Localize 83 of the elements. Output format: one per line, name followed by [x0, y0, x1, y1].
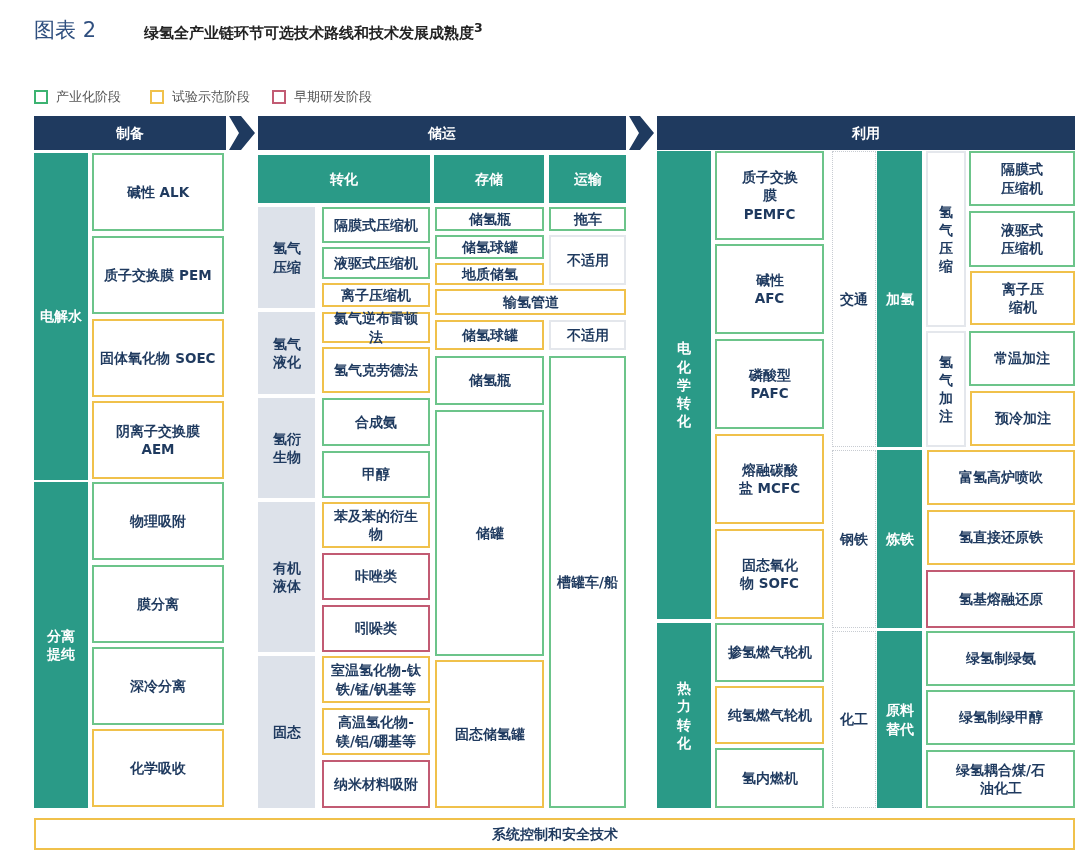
technology-box: 储氢瓶: [435, 356, 544, 405]
technology-box: 液驱式压缩机: [969, 211, 1075, 267]
technology-box: 储罐: [435, 410, 544, 656]
technology-box: 不适用: [549, 235, 626, 285]
technology-box: 甲醇: [322, 451, 430, 498]
technology-box: 绿氢耦合煤/石油化工: [926, 750, 1075, 808]
technology-box: 氢气加注: [926, 331, 966, 447]
category-box: 氢气压缩: [258, 207, 315, 308]
chart-title: 绿氢全产业链环节可选技术路线和技术发展成熟度$^{3}$: [144, 20, 483, 43]
technology-box: 合成氨: [322, 398, 430, 446]
chevron-arrow: [229, 116, 255, 150]
technology-box: 室温氢化物-钛铁/锰/钒基等: [322, 656, 430, 703]
category-bar: 存储: [434, 155, 544, 203]
legend-label: 试验示范阶段: [172, 88, 250, 106]
technology-box: 隔膜式压缩机: [969, 151, 1075, 206]
category-bar: 分离提纯: [34, 482, 88, 808]
technology-box: 氦气逆布雷顿法: [322, 312, 430, 343]
sector-box: 交通: [832, 151, 876, 447]
technology-box: 膜分离: [92, 565, 224, 643]
technology-box: 储氢球罐: [435, 320, 544, 350]
technology-box: 氢内燃机: [715, 748, 824, 808]
sector-box: 钢铁: [832, 450, 876, 628]
legend-label: 产业化阶段: [56, 88, 121, 106]
technology-box: 不适用: [549, 320, 626, 350]
technology-box: 高温氢化物-镁/铝/硼基等: [322, 708, 430, 755]
technology-box: 拖车: [549, 207, 626, 231]
technology-box: 隔膜式压缩机: [322, 207, 430, 243]
section-banner: 储运: [258, 116, 626, 150]
technology-box: 槽罐车/船: [549, 356, 626, 808]
technology-box: 碱性 AFC: [715, 244, 824, 334]
technology-box: 氢气克劳德法: [322, 347, 430, 393]
technology-box: 熔融碳酸盐 MCFC: [715, 434, 824, 524]
technology-box: 输氢管道: [435, 289, 626, 315]
technology-box: 系统控制和安全技术: [34, 818, 1075, 850]
category-bar: 运输: [549, 155, 626, 203]
sector-box: 化工: [832, 631, 876, 808]
technology-box: 固体氧化物 SOEC: [92, 319, 224, 397]
technology-box: 固态储氢罐: [435, 660, 544, 808]
technology-box: 绿氢制绿甲醇: [926, 690, 1075, 745]
category-box: 固态: [258, 656, 315, 808]
technology-box: 离子压缩机: [970, 271, 1075, 325]
technology-box: 苯及苯的衍生物: [322, 502, 430, 548]
category-box: 氢气液化: [258, 312, 315, 394]
technology-box: 离子压缩机: [322, 283, 430, 307]
chevron-arrow: [629, 116, 654, 150]
category-bar: 热力转化: [657, 623, 711, 808]
technology-box: 碱性 ALK: [92, 153, 224, 231]
category-bar: 加氢: [877, 151, 922, 447]
category-bar: 原料替代: [877, 631, 922, 808]
figure-number: 图表 2: [34, 17, 97, 44]
technology-box: 阴离子交换膜 AEM: [92, 401, 224, 479]
technology-box: 氢基熔融还原: [926, 570, 1075, 628]
technology-box: 磷酸型 PAFC: [715, 339, 824, 429]
category-box: 有机液体: [258, 502, 315, 652]
category-bar: 炼铁: [877, 450, 922, 628]
technology-box: 储氢球罐: [435, 235, 544, 259]
technology-box: 常温加注: [969, 331, 1075, 386]
category-bar: 电解水: [34, 153, 88, 480]
technology-box: 富氢高炉喷吹: [927, 450, 1075, 505]
technology-box: 深冷分离: [92, 647, 224, 725]
technology-box: 纳米材料吸附: [322, 760, 430, 808]
category-bar: 转化: [258, 155, 430, 203]
technology-box: 咔唑类: [322, 553, 430, 600]
category-box: 氢衍生物: [258, 398, 315, 498]
technology-box: 吲哚类: [322, 605, 430, 652]
technology-box: 质子交换膜 PEM: [92, 236, 224, 314]
technology-box: 纯氢燃气轮机: [715, 686, 824, 744]
technology-box: 预冷加注: [970, 391, 1075, 446]
technology-box: 地质储氢: [435, 263, 544, 285]
technology-box: 液驱式压缩机: [322, 247, 430, 279]
technology-box: 绿氢制绿氨: [926, 631, 1075, 686]
technology-box: 物理吸附: [92, 482, 224, 560]
legend-label: 早期研发阶段: [294, 88, 372, 106]
technology-box: 氢直接还原铁: [927, 510, 1075, 565]
technology-box: 固态氧化物 SOFC: [715, 529, 824, 619]
category-bar: 电化学转化: [657, 151, 711, 619]
technology-box: 氢气压缩: [926, 151, 966, 327]
section-banner: 制备: [34, 116, 226, 150]
technology-box: 储氢瓶: [435, 207, 544, 231]
technology-box: 质子交换膜 PEMFC: [715, 151, 824, 240]
technology-box: 掺氢燃气轮机: [715, 623, 824, 682]
technology-box: 化学吸收: [92, 729, 224, 807]
section-banner: 利用: [657, 116, 1075, 150]
